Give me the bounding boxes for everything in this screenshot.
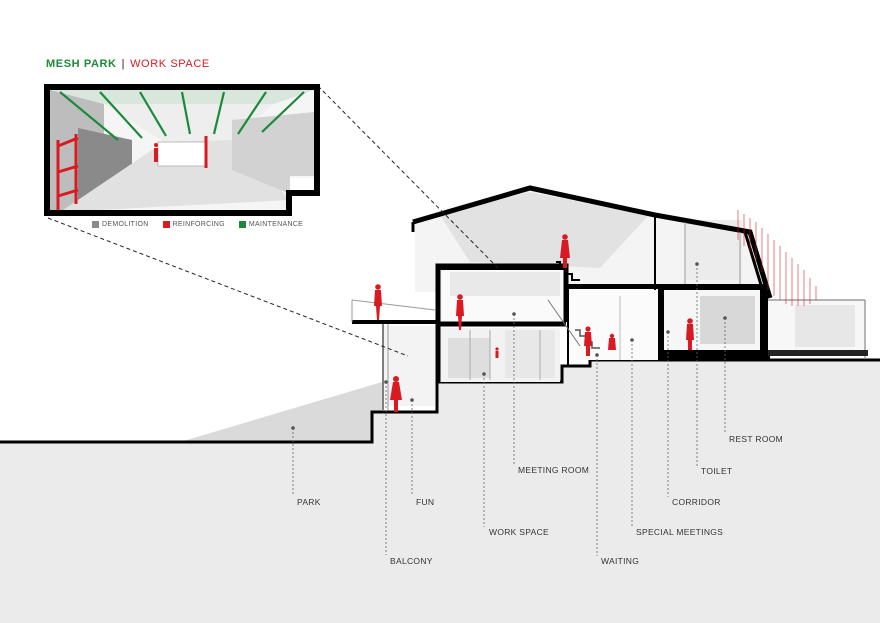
ground-mass [0, 360, 880, 623]
label-special-meetings: SPECIAL MEETINGS [636, 527, 724, 537]
ceiling-vault [440, 192, 648, 268]
label-meeting-room: MEETING ROOM [518, 465, 590, 475]
leader-lines [292, 264, 726, 556]
label-work-space: WORK SPACE [489, 527, 549, 537]
building-section [351, 185, 868, 412]
title-separator: | [121, 58, 126, 70]
legend-label-demolition: DEMOLITION [102, 221, 149, 228]
title-brand: MESH PARK [46, 58, 117, 70]
legend-item-demolition: DEMOLITION [92, 221, 149, 228]
legend: DEMOLITION REINFORCING MAINTENANCE [92, 221, 303, 228]
label-park: PARK [297, 497, 321, 507]
park-slope [180, 382, 382, 442]
legend-label-maintenance: MAINTENANCE [248, 221, 304, 228]
label-balcony: BALCONY [390, 556, 433, 566]
legend-swatch-demolition [92, 221, 99, 228]
label-fun: FUN [416, 497, 435, 507]
legend-swatch-reinforcing [162, 221, 170, 228]
legend-item-reinforcing: REINFORCING [162, 221, 225, 228]
label-toilet: TOILET [701, 466, 733, 476]
label-corridor: CORRIDOR [672, 497, 721, 507]
diagram-title: MESH PARK | WORK SPACE [46, 58, 210, 70]
legend-item-maintenance: MAINTENANCE [238, 221, 304, 228]
label-waiting: WAITING [601, 556, 640, 566]
inset-projection-lines [47, 85, 499, 357]
inset-perspective [44, 84, 320, 216]
legend-swatch-maintenance [238, 221, 246, 228]
title-subtitle: WORK SPACE [130, 58, 210, 70]
leader-dots [291, 262, 727, 430]
label-rest-room: REST ROOM [729, 434, 784, 444]
human-figures [374, 234, 694, 412]
legend-label-reinforcing: REINFORCING [172, 221, 225, 228]
vegetation-hatch [737, 210, 817, 306]
